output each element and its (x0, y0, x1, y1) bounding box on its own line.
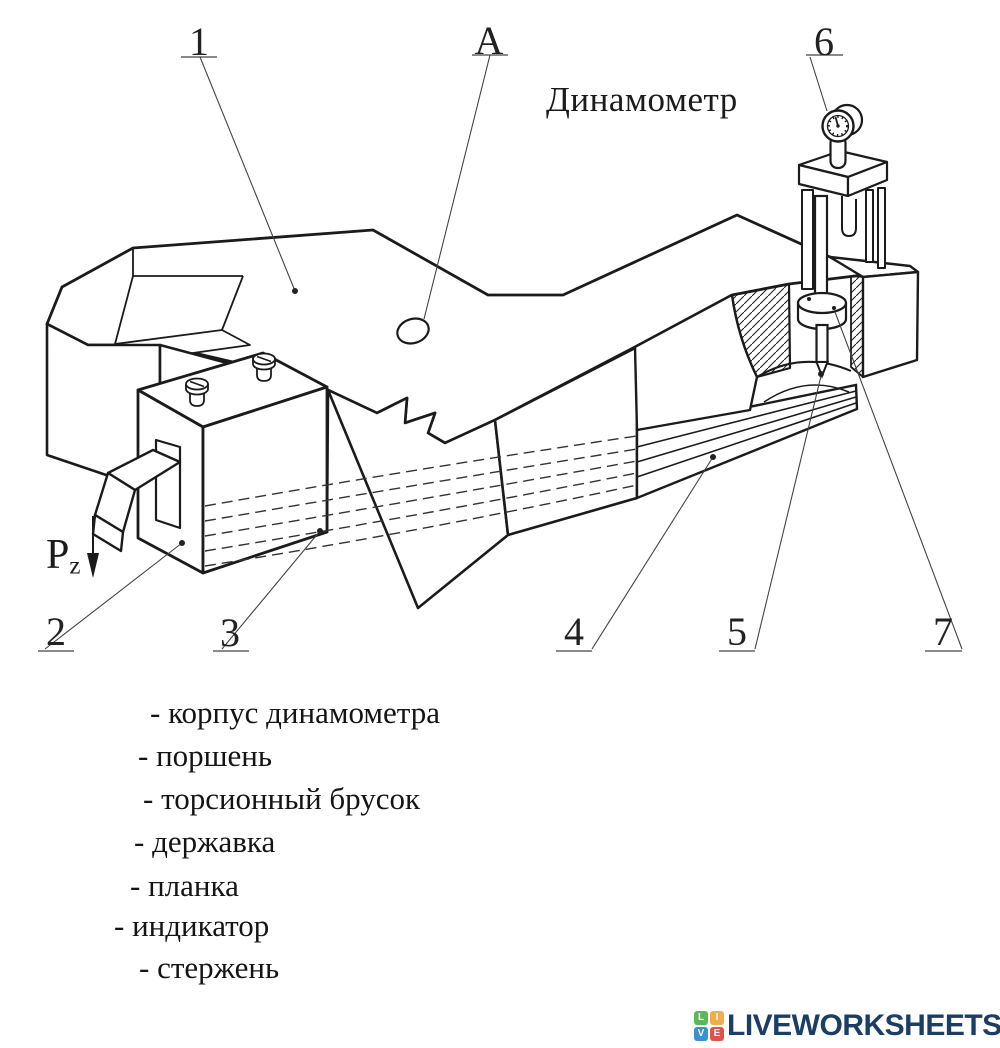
force-pz-label: Pz (46, 534, 80, 579)
liveworksheets-brand-text: LIVEWORKSHEETS (727, 1009, 1000, 1042)
callout-6: 6 (814, 19, 834, 64)
callout-A: А (474, 18, 504, 63)
piston-disc-top (796, 291, 848, 315)
callout-7: 7 (933, 609, 953, 654)
liveworksheets-logo[interactable]: L I V E LIVEWORKSHEETS (694, 1008, 1000, 1044)
part-item-derzhavka: - державка (134, 824, 276, 859)
cut-section (633, 282, 852, 432)
hatched-wall-strip (850, 275, 864, 378)
leader-lines (44, 54, 963, 650)
torsion-bar-hidden-lines (204, 435, 638, 567)
logo-tile-v: V (694, 1027, 708, 1041)
part-item-korpus: - корпус динамометра (150, 695, 440, 730)
part-item-torsion: - торсионный брусок (143, 781, 421, 816)
force-arrow (87, 516, 99, 578)
part-item-indikator: - индикатор (114, 908, 270, 943)
rod-tip (815, 361, 829, 379)
callout-5: 5 (727, 609, 747, 654)
bolt-1 (185, 377, 209, 407)
force-letter: P (46, 532, 70, 578)
indicator-stand (797, 134, 889, 290)
bolt-2 (252, 352, 276, 382)
callout-3: 3 (220, 610, 240, 655)
callout-4: 4 (564, 609, 584, 654)
logo-tile-i: I (710, 1011, 724, 1025)
dial-indicator (821, 103, 864, 143)
leader-dots (179, 288, 824, 546)
logo-tile-l: L (694, 1011, 708, 1025)
plank-strips (635, 383, 859, 500)
indicator-rod (813, 194, 829, 300)
rod-and-piston (796, 194, 848, 379)
part-item-planka: - планка (130, 868, 239, 903)
hatched-cut-face (730, 282, 792, 379)
part-item-porshen: - поршень (138, 738, 273, 773)
drawing-title: Динамометр (546, 80, 738, 119)
force-subscript: z (69, 552, 81, 580)
right-wall-block (828, 255, 920, 379)
callout-1: 1 (189, 19, 209, 64)
part-item-sterzhen: - стержень (139, 950, 280, 985)
view-a-ellipse (396, 317, 430, 345)
liveworksheets-icon: L I V E (694, 1011, 724, 1041)
logo-tile-e: E (710, 1027, 724, 1041)
tool-wedge (91, 438, 182, 553)
callout-2: 2 (46, 609, 66, 654)
dial-ticks (828, 116, 848, 136)
